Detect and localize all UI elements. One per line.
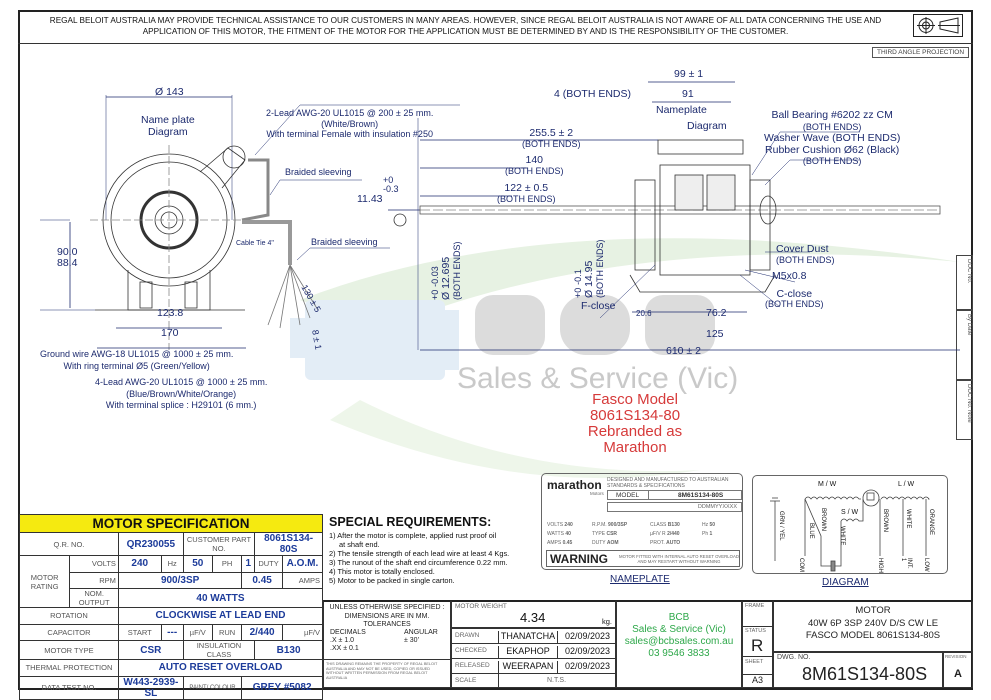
warning-label: WARNING [550,552,608,566]
dim-diameter-143: Ø 143 [155,86,184,98]
label-f-close: F-close [581,300,616,312]
wire-label: BLUE [808,523,814,539]
dim-140: 140(BOTH ENDS) [505,154,564,177]
dim-height: 90.0 88.4 [57,246,78,269]
label-cover-dust: Cover Dust(BOTH ENDS) [776,243,835,266]
wiring-schematic [770,489,930,572]
drawing-number: DWG. NO. 8M61S134-80S [773,652,943,688]
wire-label: ORANGE [928,509,934,536]
key-tolerance: +0-0.3 [383,175,399,194]
side-view-drawing [417,81,960,351]
label-diagram-side: Diagram [687,120,727,132]
approval-row: DRAWN THANATCHA 02/09/2023 [452,629,615,644]
sheet-size: A3 [743,674,772,688]
dim-99: 99 ± 1 [674,68,704,80]
dim-123-8: 123.8 [157,307,184,319]
dim-key-11-43: 11.43 [357,193,383,205]
dealer-phone: 03 9546 3833 [648,648,710,659]
label-cable-tie: Cable Tie 4" [236,240,274,247]
projection-label: THIRD ANGLE PROJECTION [872,47,969,58]
dealer-block: BCB Sales & Service (Vic) sales@bcbsales… [616,600,742,688]
label-braided-sleeving-1: Braided sleeving [285,167,352,177]
revision: REVISION A [943,652,973,688]
dim-91: 91 [682,88,694,100]
approvals-table: DRAWN THANATCHA 02/09/2023 CHECKED EKAPH… [451,628,616,688]
side-cell-by-date: By Date [956,310,973,380]
watermark-logo [475,295,715,355]
dealer-email[interactable]: sales@bcbsales.com.au [624,636,734,647]
third-angle-projection-icon [913,14,963,37]
requirement-item: 1) After the motor is complete, applied … [329,531,497,540]
marathon-logo: marathon [547,478,602,492]
requirement-item: 5) Motor to be packed in single carton. [329,576,455,585]
wire-label: BROWN [882,509,888,532]
wire-label: WHITE [905,509,911,529]
wiring-diagram: M / W S / W L / W GRN / YEL BLUE BROWN W… [752,475,948,574]
diagram-caption: DIAGRAM [822,577,869,588]
label-ground-wire: Ground wire AWG-18 UL1015 @ 1000 ± 25 mm… [40,349,234,371]
drawing-title: MOTOR 40W 6P 3SP 240V D/S CW LE FASCO MO… [773,600,973,652]
dim-255-5: 255.5 ± 2(BOTH ENDS) [522,127,581,150]
wire-label: WHITE [839,526,845,546]
nameplate-ratings: VOLTS 240 WATTS 40 AMPS 0.45 [547,522,573,546]
label-m5: M5x0.8 [772,270,807,282]
nameplate-panel: marathon Motors DESIGNED AND MANUFACTURE… [541,473,743,570]
terminal-label: INT. 1 [900,558,912,569]
frame-status-sheet: FRAME STATUS R SHEET A3 [742,600,773,688]
label-4-lead: 4-Lead AWG-20 UL1015 @ 1000 ± 25 mm. (Bl… [95,377,268,410]
side-cell-doc-note: DOC No. Note [956,380,973,440]
wire-label: BROWN [820,508,826,531]
motor-weight: MOTOR WEIGHT 4.34 kg. [451,600,616,628]
requirement-item: 2) The tensile strength of each lead wir… [329,549,510,558]
dim-170: 170 [161,327,179,339]
label-bearing-group: Ball Bearing #6202 zz CM (BOTH ENDS) Was… [764,109,901,166]
nameplate-caption: NAMEPLATE [610,574,670,585]
requirement-item: 3) The runout of the shaft end circumfer… [329,558,508,567]
dim-125: 125 [706,328,724,340]
dim-20-6: 20.6 [636,309,652,318]
requirement-item: at shaft end. [339,540,380,549]
watermark-motor-icon [290,300,459,380]
spec-title: MOTOR SPECIFICATION [19,514,323,533]
label-braided-sleeving-2: Braided sleeving [311,237,378,247]
requirement-item: 4) This motor is totally enclosed. [329,567,435,576]
label-nameplate-side: Nameplate [656,104,707,116]
dim-shaft-12-695: +0 -0.03 Ø 12.695(BOTH ENDS) [430,241,462,301]
dim-4-both-ends: 4 (BOTH ENDS) [554,88,632,100]
scale-row: SCALE N.T.S. [452,674,615,688]
approval-row: RELEASED WEERAPAN 02/09/2023 [452,659,615,674]
terminal-label: COM [798,558,804,572]
dim-shaft-14-95: +0 -0.1 Ø 14.95(BOTH ENDS) [573,239,605,299]
disclaimer: REGAL BELOIT AUSTRALIA MAY PROVIDE TECHN… [18,10,973,44]
terminal-label: HIGH [877,558,883,573]
label-nameplate-diagram: Name plate Diagram [141,114,195,138]
label-2-lead: 2-Lead AWG-20 UL1015 @ 200 ± 25 mm. (Whi… [266,108,434,139]
status-value: R [751,636,764,655]
end-view-drawing [40,95,460,350]
dim-610: 610 ± 2 [666,345,701,357]
label-c-close: C-close(BOTH ENDS) [765,288,824,309]
watermark-tagline: Sales & Service (Vic) [457,362,739,395]
dim-122: 122 ± 0.5(BOTH ENDS) [497,182,556,205]
special-requirements: SPECIAL REQUIREMENTS: 1) After the motor… [329,515,534,585]
approval-row: CHECKED EKAPHOP 02/09/2023 [452,644,615,659]
side-cell-doc-no: DOC No. [956,255,973,310]
wire-label: GRN / YEL [778,511,784,541]
terminal-label: LOW [923,558,929,572]
tolerances-block: UNLESS OTHERWISE SPECIFIED : DIMENSIONS … [323,600,451,688]
dim-76-2: 76.2 [706,307,727,319]
